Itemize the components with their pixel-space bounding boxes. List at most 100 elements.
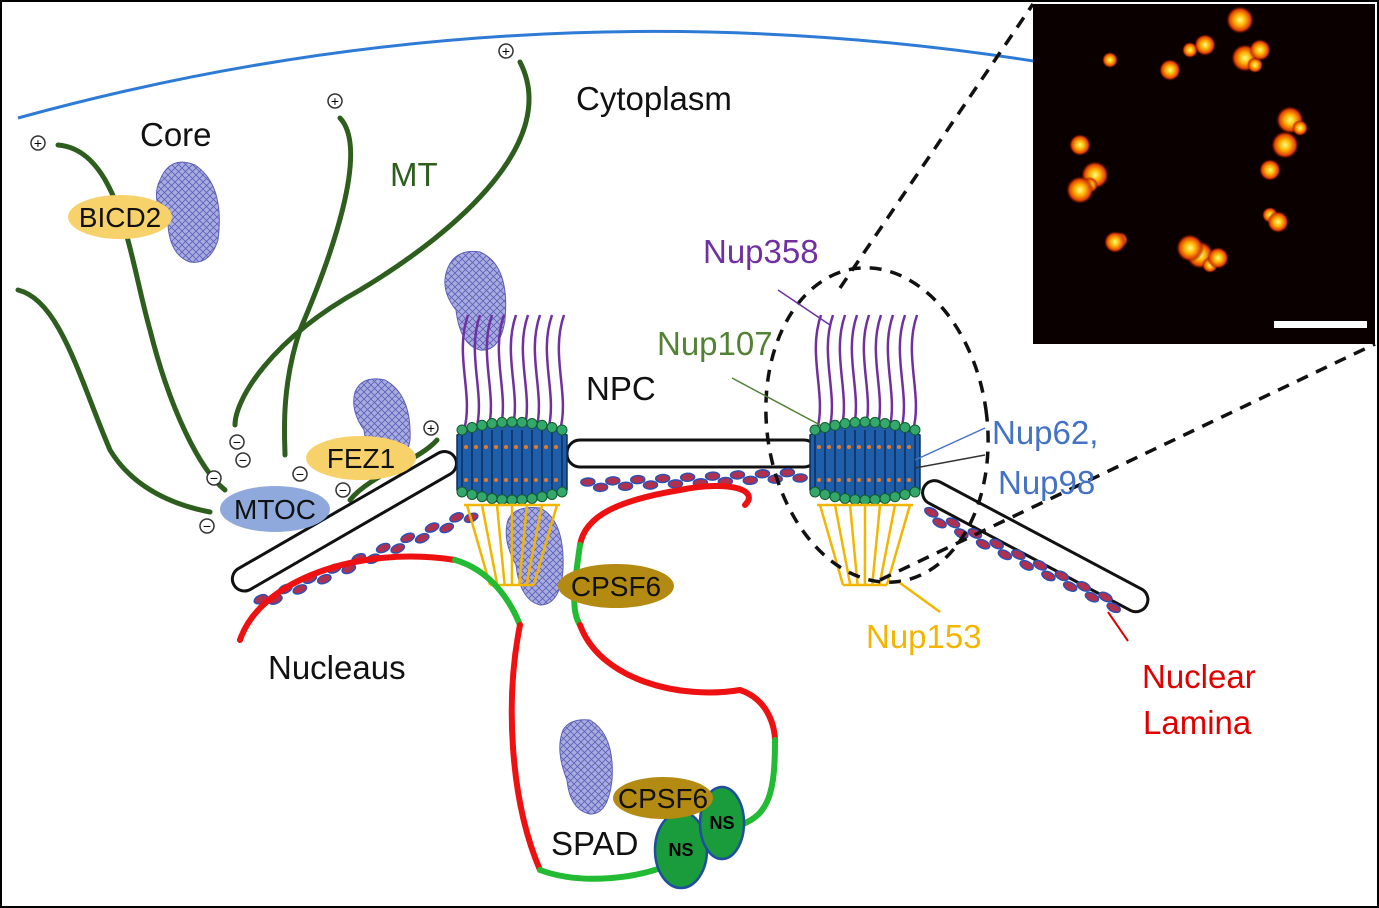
fluorescent-spot bbox=[1292, 120, 1308, 136]
fluorescent-spot bbox=[1194, 34, 1216, 56]
svg-text:−: − bbox=[296, 466, 304, 482]
envelope-segment-right bbox=[921, 479, 1150, 614]
fluorescent-spot bbox=[1176, 234, 1204, 262]
fluorescent-spot bbox=[1066, 176, 1094, 204]
nuclear-label: Nuclear bbox=[1142, 658, 1256, 695]
ns-protein-2: NS bbox=[698, 785, 746, 861]
svg-text:+: + bbox=[331, 93, 339, 109]
chromatin-red-1 bbox=[237, 553, 458, 643]
fluorescent-spot bbox=[1267, 211, 1289, 233]
inset-spots bbox=[1066, 6, 1308, 273]
svg-text:MTOC: MTOC bbox=[234, 494, 316, 525]
plus-end-marker: + bbox=[423, 420, 439, 436]
npc-label: NPC bbox=[586, 370, 656, 407]
spad-label: SPAD bbox=[551, 825, 638, 862]
nup153-leader bbox=[899, 581, 941, 614]
microtubule-1 bbox=[55, 142, 228, 493]
nucleaus-label: Nucleaus bbox=[268, 649, 406, 686]
minus-end-marker: − bbox=[292, 466, 308, 482]
zoom-line-top bbox=[838, 3, 1035, 289]
cpsf6-npc-pill: CPSF6 bbox=[558, 564, 674, 608]
microtubule-3 bbox=[281, 115, 354, 458]
chromatin-green-1 bbox=[452, 557, 523, 628]
svg-text:−: − bbox=[233, 434, 241, 450]
inset-micrograph bbox=[1033, 4, 1375, 344]
chromatin-red-2 bbox=[508, 622, 543, 873]
mt-label: MT bbox=[390, 156, 438, 193]
minus-end-marker: − bbox=[229, 434, 245, 450]
nup153-basket bbox=[817, 503, 913, 587]
minus-end-marker: − bbox=[335, 482, 351, 498]
plus-end-marker: + bbox=[327, 93, 343, 109]
minus-end-marker: − bbox=[235, 452, 251, 468]
lamina-strand bbox=[924, 506, 1121, 614]
minus-end-marker: − bbox=[199, 518, 215, 534]
cpsf6-spad-pill: CPSF6 bbox=[613, 777, 713, 819]
nuclear-envelope bbox=[230, 438, 1150, 614]
svg-text:FEZ1: FEZ1 bbox=[327, 443, 395, 474]
svg-text:NS: NS bbox=[709, 813, 734, 833]
minus-end-marker: − bbox=[206, 470, 222, 486]
nup107-label: Nup107 bbox=[657, 325, 773, 362]
chromatin bbox=[237, 482, 778, 882]
svg-text:CPSF6: CPSF6 bbox=[571, 571, 661, 602]
npc-ring bbox=[456, 416, 568, 506]
mtoc-pill: MTOC bbox=[220, 486, 330, 532]
fluorescent-spot bbox=[1159, 59, 1181, 81]
svg-text:+: + bbox=[427, 420, 435, 436]
nup62-label: Nup62, bbox=[992, 414, 1098, 451]
chromatin-red-3 bbox=[577, 482, 752, 548]
core-label: Core bbox=[140, 116, 212, 153]
lamina-label: Lamina bbox=[1143, 704, 1252, 741]
svg-text:BICD2: BICD2 bbox=[79, 202, 161, 233]
svg-text:CPSF6: CPSF6 bbox=[618, 783, 708, 814]
zoom-line-bottom bbox=[879, 342, 1376, 582]
fluorescent-spot bbox=[1271, 131, 1299, 159]
nup358-leader bbox=[777, 289, 831, 326]
plus-end-marker: + bbox=[30, 135, 46, 151]
nup358-label: Nup358 bbox=[703, 233, 819, 270]
nup153-label: Nup153 bbox=[866, 618, 982, 655]
fluorescent-spot bbox=[1207, 247, 1229, 269]
nup62-leader bbox=[914, 427, 986, 461]
fluorescent-spot bbox=[1249, 39, 1271, 61]
microtubule-4 bbox=[232, 59, 532, 428]
plus-end-marker: + bbox=[498, 43, 514, 59]
scale-bar bbox=[1274, 321, 1367, 328]
svg-text:−: − bbox=[239, 452, 247, 468]
svg-text:−: − bbox=[203, 518, 211, 534]
svg-text:+: + bbox=[34, 135, 42, 151]
chromatin-red-4 bbox=[577, 622, 778, 743]
nup98-leader bbox=[914, 454, 986, 469]
npc-right bbox=[809, 314, 921, 587]
nup98-label: Nup98 bbox=[998, 464, 1095, 501]
bicd2-pill: BICD2 bbox=[68, 195, 172, 239]
chromatin-green-4 bbox=[737, 737, 778, 828]
svg-text:−: − bbox=[210, 470, 218, 486]
svg-text:+: + bbox=[502, 43, 510, 59]
cell-membrane-line bbox=[17, 29, 1041, 120]
capsid-core-5 bbox=[559, 719, 613, 815]
nup107-leader bbox=[731, 377, 821, 426]
fluorescent-spot bbox=[1247, 57, 1263, 73]
envelope-segment-middle bbox=[565, 438, 819, 469]
npc-left bbox=[456, 314, 568, 587]
fluorescent-spot bbox=[1226, 6, 1254, 34]
microtubule-2 bbox=[15, 287, 213, 515]
fluorescent-spot bbox=[1182, 42, 1198, 58]
microtubule-ends: + + + + − − − − − − bbox=[30, 43, 514, 534]
nup358-filaments bbox=[461, 314, 566, 431]
fluorescent-spot bbox=[1104, 231, 1126, 253]
svg-text:NS: NS bbox=[668, 840, 693, 860]
fluorescent-spot bbox=[1069, 134, 1091, 156]
cytoplasm-label: Cytoplasm bbox=[576, 80, 732, 117]
fluorescent-spot bbox=[1102, 52, 1118, 68]
lamina-leader bbox=[1107, 611, 1129, 642]
fez1-pill: FEZ1 bbox=[306, 436, 416, 480]
npc-ring bbox=[809, 416, 921, 506]
envelope-segment-left bbox=[230, 450, 458, 593]
svg-text:−: − bbox=[339, 482, 347, 498]
leader-lines bbox=[731, 289, 1129, 642]
